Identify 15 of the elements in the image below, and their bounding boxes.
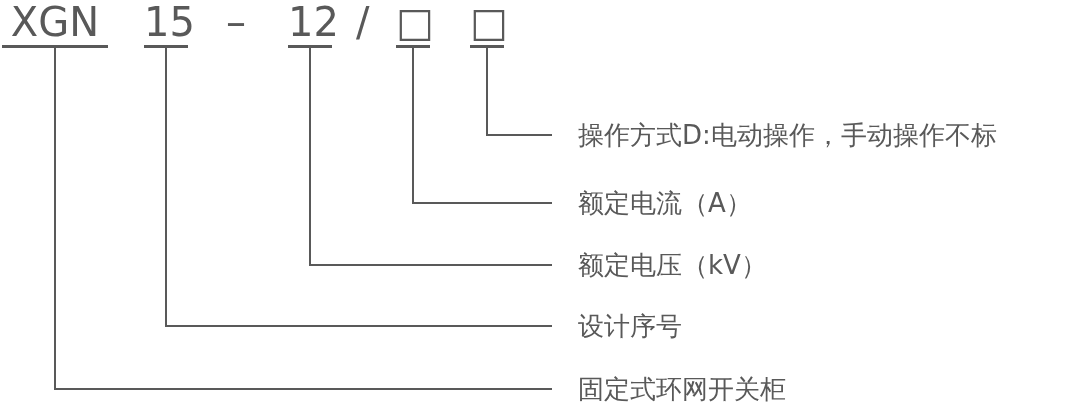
model-code-segment: XGN [2, 2, 108, 48]
description-text: 操作方式D:电动操作，手动操作不标 [578, 118, 997, 152]
leader-line [54, 47, 553, 390]
model-code-segment: □ [396, 2, 430, 48]
model-code-segment: □ [470, 2, 504, 48]
separator-symbol: / [356, 2, 370, 42]
leader-line [412, 47, 553, 204]
description-text: 额定电压（kV） [578, 248, 767, 282]
leader-line [309, 47, 553, 266]
separator-symbol: – [226, 2, 246, 42]
description-text: 固定式环网开关柜 [578, 372, 786, 406]
description-text: 设计序号 [578, 309, 682, 343]
leader-line [486, 47, 553, 136]
leader-line [165, 47, 553, 327]
description-text: 额定电流（A） [578, 186, 752, 220]
